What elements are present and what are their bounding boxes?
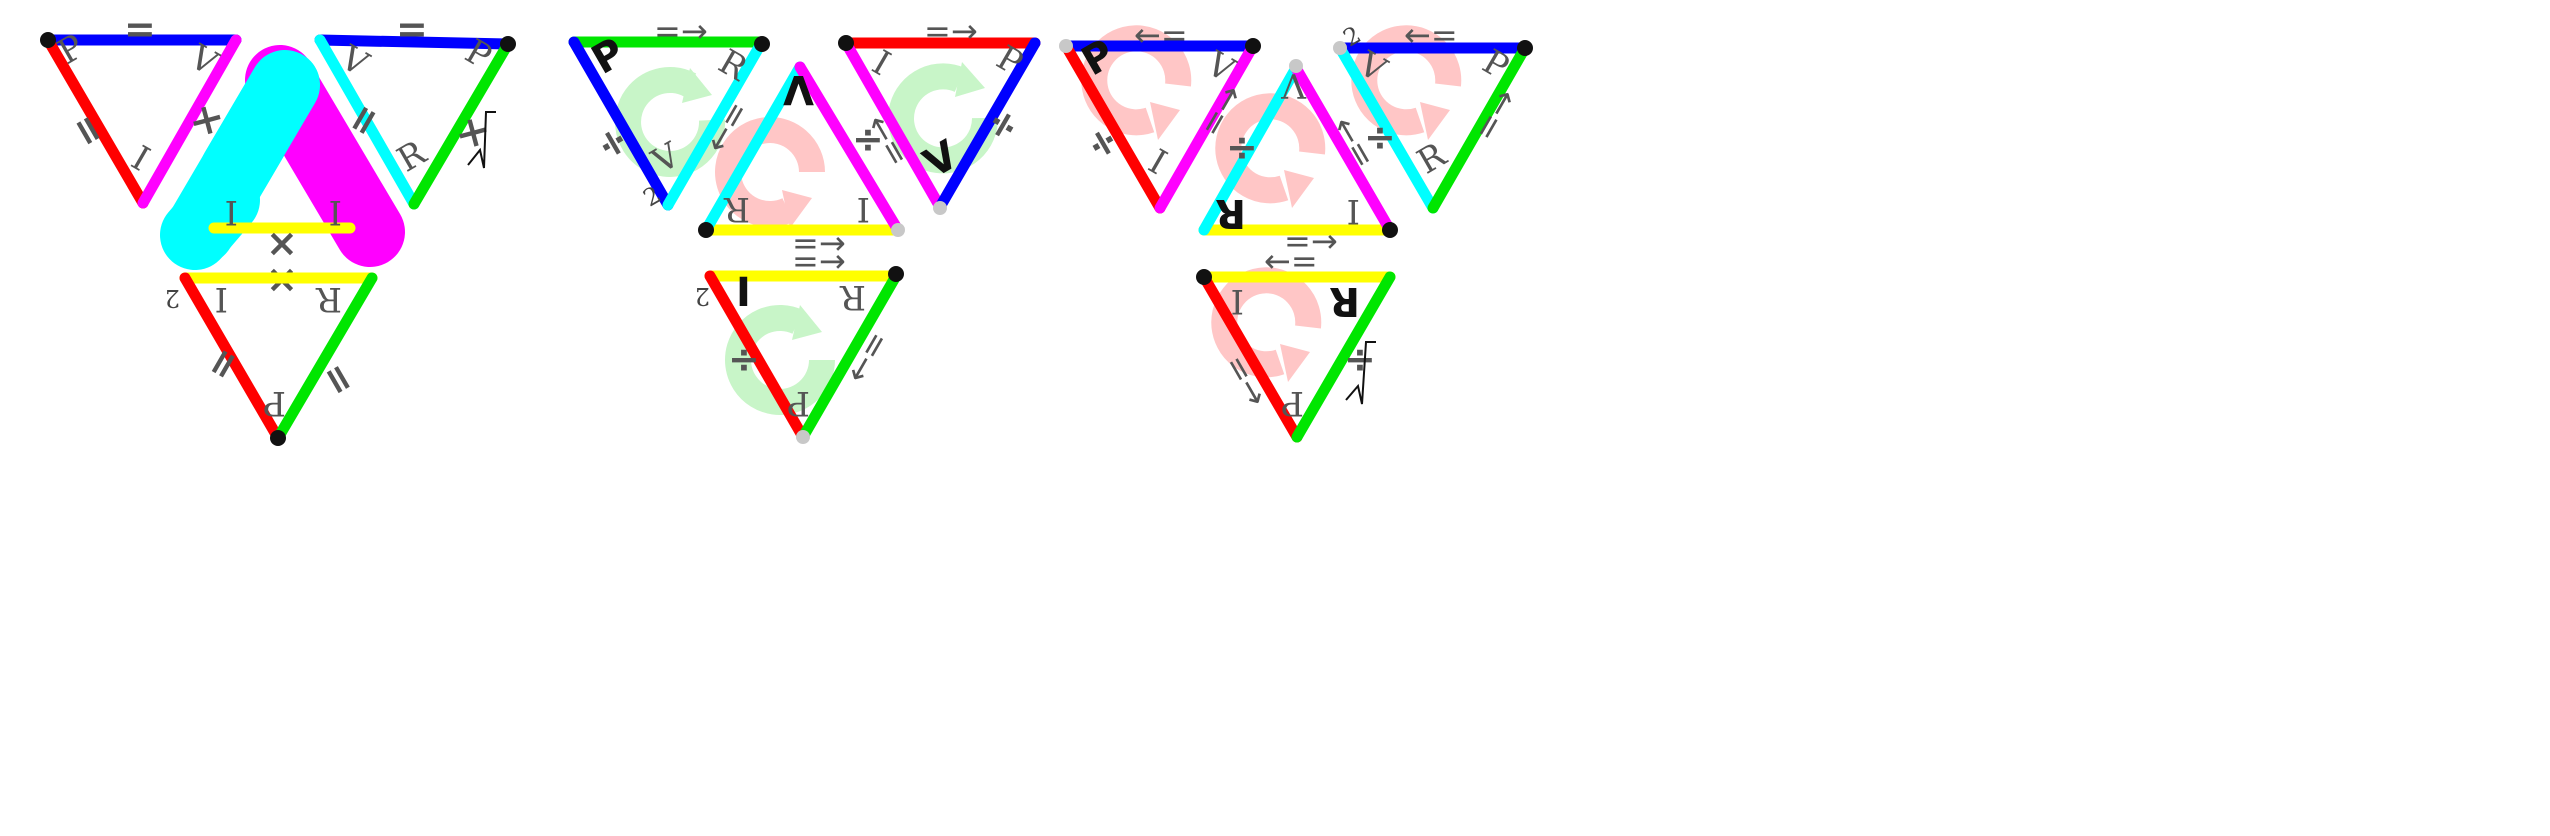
- fold-bar-cyan-lower: [160, 165, 260, 270]
- rotate-clockwise-icon: [955, 62, 985, 97]
- rotate-counterclockwise-icon: [1150, 102, 1180, 140]
- label-I: I: [1142, 142, 1174, 183]
- divide-symbol: ÷: [1364, 115, 1396, 159]
- label-R: R: [723, 189, 750, 229]
- label-I: I: [1231, 281, 1244, 321]
- divide-symbol: ÷: [728, 337, 760, 381]
- rotate-counterclockwise-icon: [715, 117, 825, 227]
- exponent-2: 2: [695, 282, 710, 310]
- rotate-counterclockwise-icon: [1081, 25, 1192, 136]
- label-I: I: [736, 270, 751, 316]
- rotate-counterclockwise-icon: [1284, 170, 1314, 208]
- equals-symbol: =: [396, 7, 428, 51]
- equals-arrow-right: =→: [792, 242, 846, 280]
- fold-bar-cyan-top: [200, 50, 320, 205]
- exponent-2: 2: [165, 284, 180, 312]
- label-R: R: [315, 279, 342, 319]
- label-P: P: [787, 383, 810, 423]
- rotate-counterclockwise-icon: [1420, 102, 1450, 140]
- equals-arrow-left: ←=: [1264, 242, 1318, 280]
- label-I: I: [215, 279, 228, 319]
- equals-arrow-right: =→: [1284, 222, 1338, 260]
- equals-arrow-left: ←=: [837, 324, 897, 389]
- label-I: I: [865, 43, 897, 84]
- sqrt-icon: [1345, 341, 1376, 405]
- label-R: R: [1215, 190, 1246, 236]
- rotate-clockwise-icon: [792, 305, 822, 340]
- equals-arrow-right: =→: [792, 224, 846, 262]
- label-V: V: [783, 66, 814, 112]
- equals-arrow-left: ←=: [1404, 16, 1458, 54]
- label-P: P: [1281, 383, 1304, 423]
- triangle-bottom: 2 I R P = =: [165, 272, 378, 446]
- label-I: I: [329, 192, 342, 232]
- equals-symbol: =: [124, 7, 156, 51]
- rotate-counterclockwise-icon: [1215, 93, 1326, 204]
- label-I: I: [857, 189, 870, 229]
- triangle-cw-bottom: =→ 2 I R P ÷ ←=: [695, 242, 904, 444]
- rotate-clockwise-icon: [682, 68, 712, 103]
- triangle-cw-top-right: I P V =→ ÷ ←=: [838, 12, 1041, 215]
- times-symbol: ×: [266, 221, 298, 265]
- label-R: R: [839, 277, 866, 317]
- triangle-cw-middle: V R I ←= ÷ =→: [697, 61, 905, 262]
- group-clockwise: P R V 2 =→ ÷ I P V =→ ÷ ←=: [568, 12, 1041, 444]
- label-I: I: [1347, 191, 1360, 231]
- divide-symbol: ÷: [1226, 125, 1258, 169]
- rotate-counterclockwise-icon: [1280, 344, 1310, 382]
- triangle-ccw-bottom: ←= I R P =→ ÷: [1196, 242, 1396, 443]
- equals-arrow-right: =→: [654, 12, 708, 50]
- rotate-clockwise-icon: [725, 305, 835, 415]
- label-V: V: [1280, 65, 1307, 105]
- divide-symbol: ÷: [852, 117, 884, 161]
- label-R: R: [1329, 278, 1360, 324]
- equals-arrow-right: =→: [924, 12, 978, 50]
- rotate-counterclockwise-icon: [1351, 25, 1462, 136]
- group-base: P V I = = × V P R = = × I I × ×: [40, 7, 516, 446]
- label-I: I: [225, 192, 238, 232]
- label-P: P: [263, 383, 286, 423]
- sqrt-icon: [467, 111, 496, 169]
- times-symbol: ×: [445, 108, 499, 158]
- label-I: I: [124, 138, 156, 179]
- group-counterclockwise: ←= P V I ÷ =→ V R I ÷ ←= =→: [1059, 16, 1533, 443]
- divide-symbol: ÷: [1344, 337, 1376, 381]
- equals-arrow-left: ←=: [1134, 16, 1188, 54]
- rotate-counterclockwise-icon: [782, 190, 812, 228]
